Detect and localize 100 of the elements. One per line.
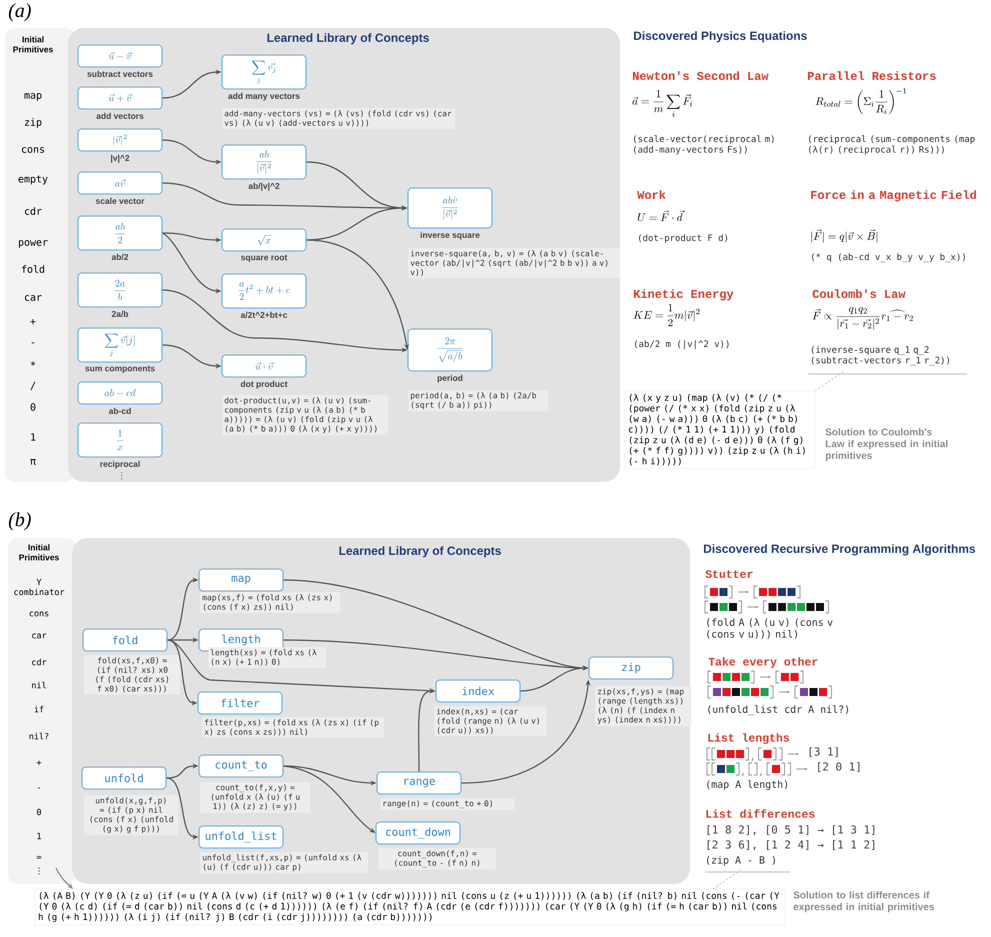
equation: $R_{total}=\left(\Sigma_i \frac{1}{R_i}\right)^{-1}$ <box>816 88 906 114</box>
primitive-name: cdr <box>24 207 42 215</box>
concept-box: $\frac{ab}{2}$ <box>77 215 163 251</box>
concept-name: add many vectors <box>228 92 300 101</box>
code-block: (λ (A B) (Y (Y 0 (λ (z u) (if (= u (Y A (λ (v w) (if (nil? w) 0 (+ 1 (v (cdr w))))))) nil (cons u (z (+ u 1)))))) (λ (a b) (if (nil? b) nil (cons (- (car (Y (Y 0 (λ (c d) (if (= d (car b)) nil (cons d (c (+ d 1)))))) (λ (e f) (if (nil? f) A (cdr (e (cdr f))))))) (car (Y (Y 0 (λ (g h) (if (= h (car b)) nil (cons h (g (+ h 1)))))) (λ (i j) (if (nil? j) B (cdr (i (cdr j)))))))) (a (cdr b))))))) <box>34 888 786 926</box>
primitive-name: nil? <box>30 732 48 740</box>
primitive-name: Y combinator <box>14 578 64 596</box>
primitive-name: fold <box>22 265 44 273</box>
concept-box: $\vec{u}\cdot\vec{v}$ <box>221 354 307 378</box>
concept-name: ab-cd <box>108 408 131 414</box>
panel-heading: Initial Primitives <box>13 36 53 52</box>
concept-box: $\frac{ab\hat{v}}{|\vec{v}|^2}$ <box>407 187 493 229</box>
concept-box: unfold <box>81 766 167 790</box>
equation: $\vec{F}\propto\frac{q_1 q_2}{|\vec{r_1}-\vec{r_2}|^2}\widehat{r_1-r_2}$ <box>812 307 913 330</box>
concept-name: subtract vectors <box>87 70 153 77</box>
panel-heading: Learned Library of Concepts <box>267 33 429 44</box>
primitive-name: power <box>18 240 48 248</box>
code-expression: (* q (ab-cd v_x b_y v_y b_x)) <box>812 253 965 262</box>
concept-name: period <box>438 374 462 383</box>
example-text: [2 3 6], [1 2 4] → [1 1 2] <box>708 840 874 850</box>
primitive-name: + <box>36 760 42 765</box>
task-heading: List differences <box>706 809 814 818</box>
concept-box: $\vec{u}-\vec{v}$ <box>77 44 163 68</box>
code-expression: (zip A - B ) <box>707 856 775 866</box>
primitive-name: car <box>32 634 46 638</box>
primitive-name: cdr <box>32 658 46 666</box>
section-title: Discovered Physics Equations <box>634 31 807 42</box>
panel-heading: Learned Library of Concepts <box>339 546 501 558</box>
primitive-name: * <box>30 361 36 366</box>
primitive-name: nil <box>32 682 46 688</box>
ellipsis: ⋮ <box>38 868 40 874</box>
primitive-name: 0 <box>30 403 36 411</box>
concept-box: $\frac{a}{2}t^2+bt+c$ <box>221 273 307 309</box>
primitive-name: + <box>30 319 36 324</box>
task-heading: List lengths <box>708 733 789 744</box>
equation: $|\vec{F}|=q|\vec{v}\times\vec{B}|$ <box>812 229 878 242</box>
code-expression: (scale-vector(reciprocal m) (add-many-vectors Fs)) <box>634 135 774 154</box>
leader-line <box>814 370 846 392</box>
panel-heading: Initial Primitives <box>19 544 59 560</box>
concept-box: zip <box>588 656 674 680</box>
code-expression: (unfold_list cdr A nil?) <box>708 705 848 716</box>
primitive-name: cons <box>30 612 48 616</box>
concept-box: $\frac{2\pi}{\sqrt{a/b}}$ <box>407 328 493 372</box>
code-expression: (map A length) <box>707 780 788 790</box>
concept-box: $\sqrt{x}$ <box>221 228 307 252</box>
note-text: Solution to list differences if expressed in initial primitives <box>793 891 934 912</box>
ellipsis: ⋮ <box>121 472 122 480</box>
concept-name: add vectors <box>96 112 144 119</box>
code-expression: (inverse-square q_1 q_2 (subtract-vectors r_1 r_2)) <box>812 346 950 366</box>
concept-name: ab/2 <box>112 254 128 260</box>
concept-name: |v|^2 <box>111 154 130 163</box>
concept-name: inverse square <box>420 232 480 240</box>
equation: $KE=\frac{1}{2}m|\vec{v}|^2$ <box>634 304 700 326</box>
concept-name: sum components <box>85 366 155 374</box>
equation-heading: Coulomb's Law <box>812 289 906 298</box>
concept-box: $\frac{1}{x}$ <box>77 422 163 458</box>
primitive-name: - <box>32 342 34 344</box>
concept-box: unfold_list <box>198 825 284 849</box>
concept-box: map <box>198 568 284 592</box>
concept-box: $ab-cd$ <box>77 381 163 405</box>
concept-box: range <box>376 771 462 795</box>
concept-name: square root <box>241 254 288 262</box>
panel-letter: (b) <box>8 512 31 530</box>
code-expression: (ab/2 m (|v|^2 v)) <box>635 340 728 350</box>
concept-box: count_to <box>198 754 284 778</box>
concept-box: $\sum_j \vec{v_j}$ <box>221 54 307 90</box>
equation-heading: Kinetic Energy <box>634 289 734 300</box>
concept-box: $|\vec{v}|^2$ <box>77 128 163 152</box>
concept-name: dot product <box>240 380 288 389</box>
primitive-name: 1 <box>37 832 41 840</box>
panel-letter: (a) <box>8 3 31 22</box>
code-expression: (dot-product F d) <box>639 234 728 243</box>
concept-box: fold <box>82 628 168 652</box>
primitive-name: car <box>24 295 42 301</box>
primitive-name: zip <box>25 118 42 128</box>
primitive-name: = <box>36 856 42 858</box>
primitive-name: map <box>24 93 42 101</box>
arrow <box>55 868 73 889</box>
concept-box: $a\vec{v}$ <box>77 171 163 195</box>
equation: $U=\vec{F}\cdot\vec{d}$ <box>638 210 685 222</box>
concept-box: $\vec{u}+\vec{v}$ <box>77 86 163 110</box>
equation-heading: Parallel Resistors <box>808 71 936 80</box>
concept-box: $\frac{2a}{b}$ <box>77 272 163 308</box>
code-expression: (reciprocal (sum-components (map (λ(r) (reciprocal r)) Rs))) <box>809 135 975 154</box>
concept-name: scale vector <box>96 198 144 204</box>
concept-box: count_down <box>375 821 461 845</box>
primitive-name: if <box>34 706 44 712</box>
example-text: [1 8 2], [0 5 1] → [1 3 1] <box>708 825 874 836</box>
concept-box: $\frac{ab}{|\vec{v}|^2}$ <box>221 144 307 180</box>
equation: $\vec{a}=\frac{1}{m}\sum_i \vec{F}_i$ <box>632 90 692 117</box>
task-heading: Stutter <box>705 570 752 578</box>
code-expression: (fold A (λ (u v) (cons v (cons v u))) nil) <box>707 618 833 639</box>
primitive-name: / <box>30 382 36 390</box>
concept-box: $\sum_j \vec{v}[j]$ <box>77 327 163 363</box>
concept-name: 2a/b <box>112 310 128 318</box>
primitive-name: empty <box>18 175 48 185</box>
concept-box: filter <box>197 691 283 715</box>
primitive-name: cons <box>22 147 44 153</box>
equation-heading: Force in a Magnetic Field <box>811 190 976 202</box>
primitive-name: π <box>30 459 36 465</box>
